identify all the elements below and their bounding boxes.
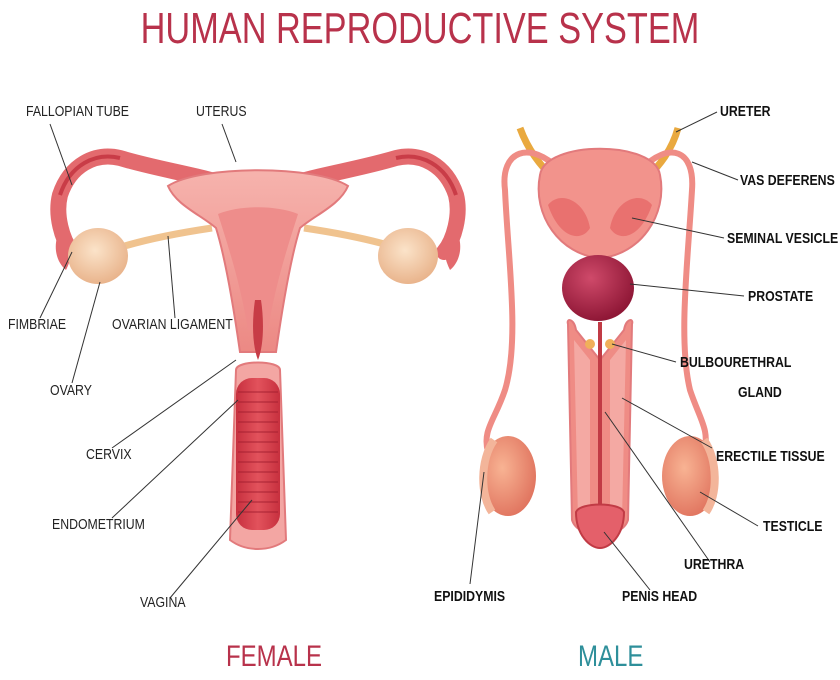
label-seminal-vesicle: SEMINAL VESICLE [727,230,838,247]
ovary-right [378,228,438,284]
label-fallopian-tube: FALLOPIAN TUBE [26,103,129,120]
label-vas-deferens: VAS DEFERENS [740,172,835,189]
ovarian-ligament-left [118,228,212,248]
female-anatomy [56,157,461,549]
caption-male: MALE [578,640,643,674]
label-bulbourethral-gland-line2: GLAND [738,384,782,401]
bulbourethral-gland-left [585,339,595,349]
label-testicle: TESTICLE [763,518,822,535]
penis-head [576,505,624,549]
label-cervix: CERVIX [86,446,132,463]
label-uterus: UTERUS [196,103,247,120]
endometrium [236,378,280,530]
caption-female: FEMALE [226,640,322,674]
label-bulbourethral-gland-line1: BULBOURETHRAL [680,354,791,371]
label-epididymis: EPIDIDYMIS [434,588,505,605]
label-endometrium: ENDOMETRIUM [52,516,145,533]
label-erectile-tissue: ERECTILE TISSUE [716,448,825,465]
label-vagina: VAGINA [140,594,186,611]
label-penis-head: PENIS HEAD [622,588,697,605]
label-prostate: PROSTATE [748,288,813,305]
label-urethra: URETHRA [684,556,744,573]
label-ovarian-ligament: OVARIAN LIGAMENT [112,316,233,333]
fimbriae-right [444,230,460,270]
label-ovary: OVARY [50,382,92,399]
ovary-left [68,228,128,284]
male-anatomy [480,128,718,548]
prostate [562,255,634,321]
label-ureter: URETER [720,103,771,120]
label-fimbriae: FIMBRIAE [8,316,66,333]
